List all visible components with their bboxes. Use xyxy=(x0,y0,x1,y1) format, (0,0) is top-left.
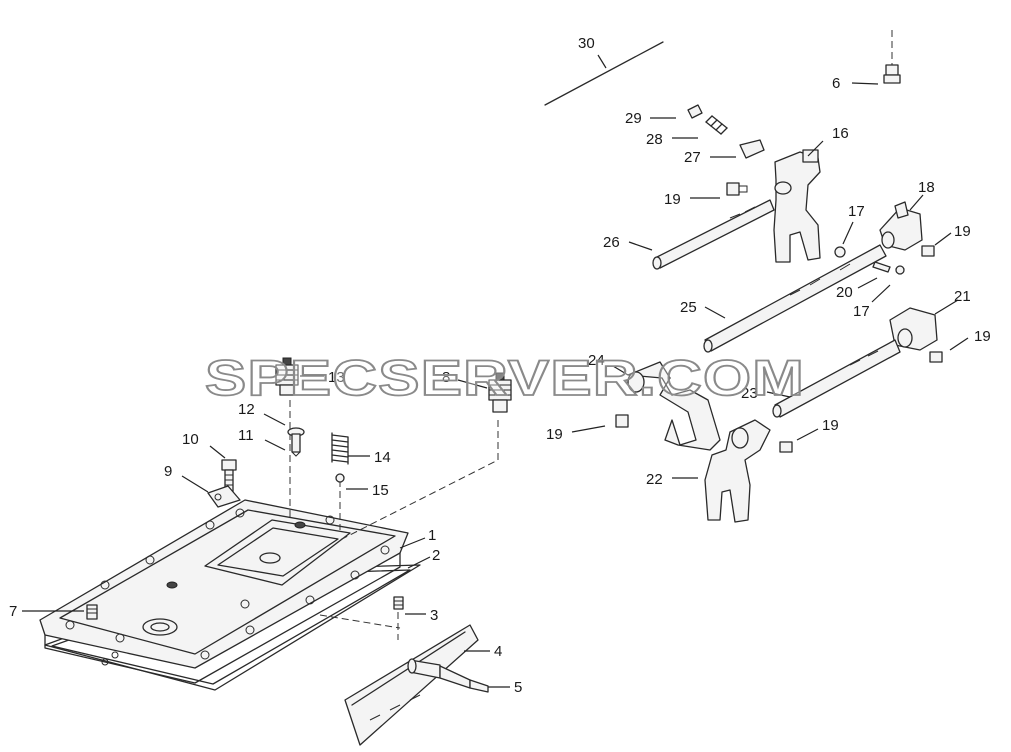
plunger-27 xyxy=(739,139,765,159)
callout-27: 27 xyxy=(684,149,701,166)
callout-22: 22 xyxy=(646,471,663,488)
callout-19-b: 19 xyxy=(954,223,971,240)
callout-11: 11 xyxy=(238,427,254,444)
bracket-21 xyxy=(889,307,938,351)
callout-8: 8 xyxy=(442,369,450,386)
callout-17-b: 17 xyxy=(853,303,870,320)
ball-17-upper xyxy=(834,246,846,258)
pin-20 xyxy=(872,261,891,273)
fork-22 xyxy=(704,419,771,523)
rail-30 xyxy=(544,41,664,106)
callout-19-d: 19 xyxy=(546,426,563,443)
callout-5: 5 xyxy=(514,679,522,696)
callout-26: 26 xyxy=(603,234,620,251)
cover-plate xyxy=(39,499,409,684)
callout-3: 3 xyxy=(430,607,438,624)
ball-17-lower xyxy=(895,265,905,275)
fork-24 xyxy=(627,361,721,451)
callout-28: 28 xyxy=(646,131,663,148)
callout-17-a: 17 xyxy=(848,203,865,220)
callout-13: 13 xyxy=(328,369,345,386)
switch-13 xyxy=(275,357,299,396)
shaft-25 xyxy=(703,244,887,353)
callout-21: 21 xyxy=(954,288,971,305)
set-screw-19-24 xyxy=(615,414,629,428)
callout-10: 10 xyxy=(182,431,199,448)
callout-19-c: 19 xyxy=(974,328,991,345)
callout-29: 29 xyxy=(625,110,642,127)
plug-7 xyxy=(86,604,98,620)
shaft-26 xyxy=(652,199,775,270)
ball-15 xyxy=(335,473,345,483)
leader-lines xyxy=(22,54,969,688)
callout-2: 2 xyxy=(432,547,440,564)
watermark: SPECSERVER.COM xyxy=(205,350,805,406)
switch-8 xyxy=(488,372,512,413)
callout-12: 12 xyxy=(238,401,255,418)
bracket-plate xyxy=(344,624,479,746)
callout-9: 9 xyxy=(164,463,172,480)
callout-7: 7 xyxy=(9,603,17,620)
spring-14 xyxy=(331,432,349,465)
fork-16 xyxy=(773,149,821,263)
bolt-6 xyxy=(883,30,901,84)
nut-29 xyxy=(687,104,703,119)
callout-6: 6 xyxy=(832,75,840,92)
callout-20: 20 xyxy=(836,284,853,301)
callout-15: 15 xyxy=(372,482,389,499)
set-screw-19-18 xyxy=(921,245,935,257)
callout-labels: 30 6 29 28 27 16 19 26 17 18 19 20 17 25… xyxy=(9,35,991,696)
callout-19-e: 19 xyxy=(822,417,839,434)
callout-24: 24 xyxy=(588,352,605,369)
shaft-23 xyxy=(772,339,901,418)
callout-23: 23 xyxy=(741,385,758,402)
callout-16: 16 xyxy=(832,125,849,142)
callout-25: 25 xyxy=(680,299,697,316)
sensor-assembly xyxy=(407,658,489,693)
plug-3 xyxy=(393,596,404,640)
set-screw-19-21 xyxy=(929,351,943,363)
callout-19-a: 19 xyxy=(664,191,681,208)
bracket-18 xyxy=(879,201,923,251)
callout-14: 14 xyxy=(374,449,391,466)
set-screw-19-22 xyxy=(779,441,793,453)
callout-30: 30 xyxy=(578,35,595,52)
spring-28 xyxy=(705,115,728,135)
clip-9 xyxy=(207,485,241,508)
pin-11 xyxy=(287,427,305,457)
callout-4: 4 xyxy=(494,643,502,660)
callout-18: 18 xyxy=(918,179,935,196)
callout-1: 1 xyxy=(428,527,436,544)
set-screw-19-upper xyxy=(726,182,748,196)
